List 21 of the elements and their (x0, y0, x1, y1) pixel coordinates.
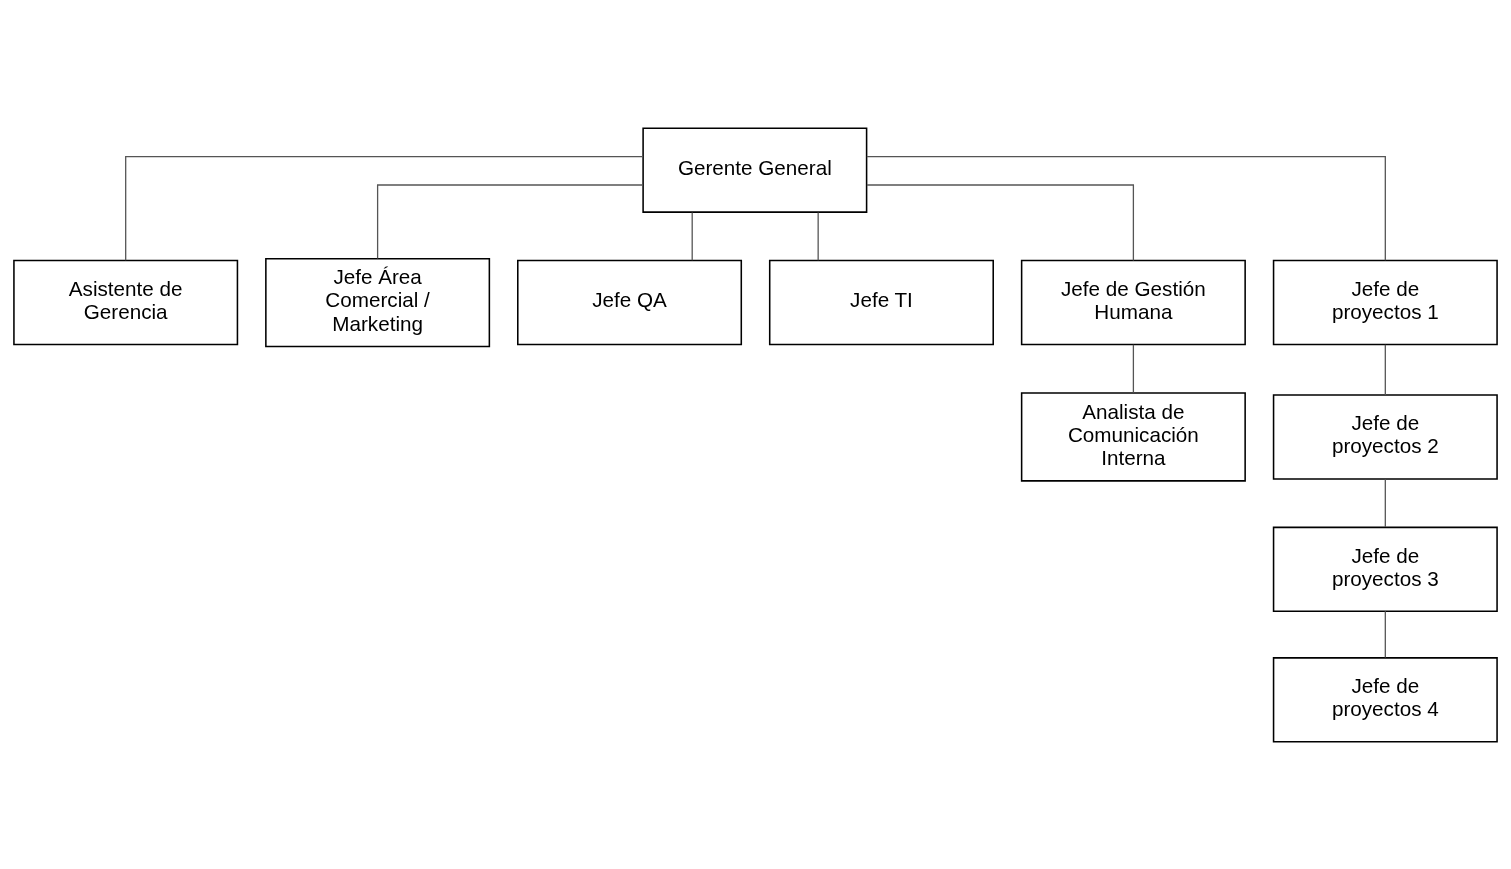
connector (1384, 610, 1386, 658)
node-box: Jefe de proyectos 3 (1272, 526, 1498, 612)
node-box: Jefe de proyectos 2 (1272, 393, 1498, 480)
node-box: Jefe de proyectos 4 (1272, 656, 1498, 743)
node-box: Jefe de Gestión Humana (1020, 259, 1246, 345)
node-box: Jefe de proyectos 1 (1272, 259, 1498, 345)
connector (1384, 343, 1386, 396)
connector (866, 155, 1386, 261)
node-box: Gerente General (642, 126, 868, 213)
node-box: Asistente de Gerencia (13, 259, 239, 345)
connector (1132, 343, 1135, 393)
connector (691, 211, 693, 261)
connector (376, 183, 644, 259)
connector (125, 155, 644, 261)
connector (866, 183, 1135, 261)
connector (817, 211, 819, 261)
node-box: Analista de Comunicación Interna (1020, 391, 1246, 482)
node-box: Jefe QA (517, 259, 743, 345)
node-box: Jefe Área Comercial / Marketing (265, 257, 491, 347)
node-box: Jefe TI (768, 259, 994, 345)
connector (1384, 478, 1386, 528)
